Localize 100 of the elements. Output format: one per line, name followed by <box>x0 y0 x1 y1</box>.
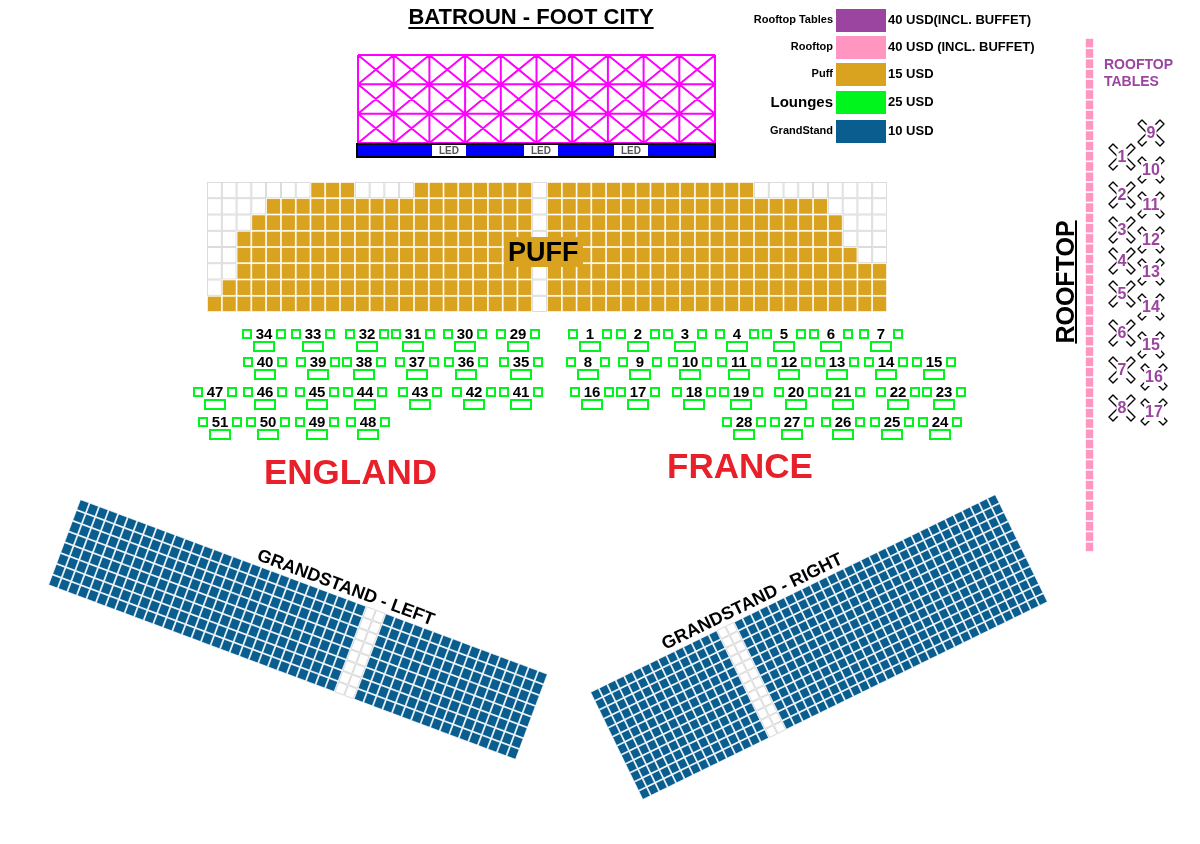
rooftop-table <box>1108 216 1136 244</box>
table-number: 47 <box>206 384 224 399</box>
table-number: 9 <box>1145 124 1157 142</box>
seating-block <box>207 182 887 312</box>
table-number: 34 <box>255 326 273 341</box>
table-number: 7 <box>1116 361 1128 379</box>
table-number: 39 <box>309 354 327 369</box>
table-number: 16 <box>583 384 601 399</box>
rooftop-table <box>1137 226 1165 254</box>
table-number: 17 <box>1144 403 1164 421</box>
section-label: ROOFTOP <box>1051 220 1079 344</box>
rooftop-table <box>1137 331 1165 359</box>
rooftop-table <box>1137 258 1165 286</box>
table-number: 14 <box>1141 298 1161 316</box>
rooftop-table <box>1137 293 1165 321</box>
table-number: 4 <box>732 326 742 341</box>
price-label: 10 USD <box>888 123 934 139</box>
legend-label: Rooftop Tables <box>753 13 833 27</box>
table-number: 1 <box>1116 148 1128 166</box>
legend-label: Rooftop <box>790 40 833 54</box>
table-number: 19 <box>732 384 750 399</box>
table-number: 51 <box>211 414 229 429</box>
table-number: 20 <box>787 384 805 399</box>
table-number: 7 <box>876 326 886 341</box>
rooftop-table <box>1108 247 1136 275</box>
table-number: 36 <box>457 354 475 369</box>
team-label: ENGLAND <box>264 455 438 489</box>
table-number: 26 <box>834 414 852 429</box>
rooftop-table <box>1140 363 1168 391</box>
table-number: 27 <box>783 414 801 429</box>
table-number: 2 <box>633 326 643 341</box>
price-label: 40 USD(INCL. BUFFET) <box>888 12 1031 28</box>
table-number: 46 <box>256 384 274 399</box>
section-label: PUFF <box>504 237 583 267</box>
rooftop-table <box>1137 156 1165 184</box>
rooftop-table <box>1108 319 1136 347</box>
screen-label: LED <box>432 145 466 156</box>
table-number: 3 <box>1116 221 1128 239</box>
table-number: 41 <box>512 384 530 399</box>
screen-label: LED <box>524 145 558 156</box>
legend-label: Lounges <box>770 93 833 111</box>
price-label: 25 USD <box>888 94 934 110</box>
table-number: 12 <box>780 354 798 369</box>
table-number: 15 <box>925 354 943 369</box>
rooftop-table <box>1108 143 1136 171</box>
table-number: 18 <box>685 384 703 399</box>
table-number: 44 <box>356 384 374 399</box>
table-number: 17 <box>629 384 647 399</box>
legend-label: Puff <box>811 67 833 81</box>
table-number: 29 <box>509 326 527 341</box>
rooftop-table <box>1140 398 1168 426</box>
table-number: 21 <box>834 384 852 399</box>
area-label: ROOFTOP TABLES <box>1104 56 1174 90</box>
table-number: 13 <box>1141 263 1161 281</box>
table-number: 37 <box>408 354 426 369</box>
table-number: 35 <box>512 354 530 369</box>
table-number: 10 <box>1141 161 1161 179</box>
table-number: 13 <box>828 354 846 369</box>
rooftop-table <box>1137 191 1165 219</box>
table-number: 38 <box>355 354 373 369</box>
table-number: 3 <box>680 326 690 341</box>
table-number: 48 <box>359 414 377 429</box>
table-number: 6 <box>826 326 836 341</box>
table-number: 33 <box>304 326 322 341</box>
table-number: 25 <box>883 414 901 429</box>
rooftop-table <box>1108 394 1136 422</box>
table-number: 50 <box>259 414 277 429</box>
table-number: 12 <box>1141 231 1161 249</box>
rooftop-table <box>1108 280 1136 308</box>
table-number: 10 <box>681 354 699 369</box>
table-number: 5 <box>779 326 789 341</box>
legend-label: GrandStand <box>770 124 833 138</box>
table-number: 43 <box>411 384 429 399</box>
table-number: 22 <box>889 384 907 399</box>
screen-label: LED <box>614 145 648 156</box>
table-number: 49 <box>308 414 326 429</box>
table-number: 8 <box>583 354 593 369</box>
table-number: 24 <box>931 414 949 429</box>
table-number: 32 <box>358 326 376 341</box>
rooftop-table <box>1108 181 1136 209</box>
table-number: 42 <box>465 384 483 399</box>
table-number: 6 <box>1116 324 1128 342</box>
price-label: 15 USD <box>888 66 934 82</box>
table-number: 11 <box>1141 196 1161 214</box>
table-number: 15 <box>1141 336 1161 354</box>
rooftop-table <box>1137 119 1165 147</box>
led-screen <box>356 143 716 158</box>
table-number: 11 <box>731 354 747 369</box>
table-number: 5 <box>1116 285 1128 303</box>
team-label: FRANCE <box>667 449 813 483</box>
table-number: 28 <box>735 414 753 429</box>
table-number: 4 <box>1116 252 1128 270</box>
table-number: 2 <box>1116 186 1128 204</box>
price-label: 40 USD (INCL. BUFFET) <box>888 39 1035 55</box>
table-number: 16 <box>1144 368 1164 386</box>
table-number: 23 <box>935 384 953 399</box>
table-number: 14 <box>877 354 895 369</box>
table-number: 1 <box>585 326 595 341</box>
table-number: 30 <box>456 326 474 341</box>
table-number: 31 <box>404 326 422 341</box>
